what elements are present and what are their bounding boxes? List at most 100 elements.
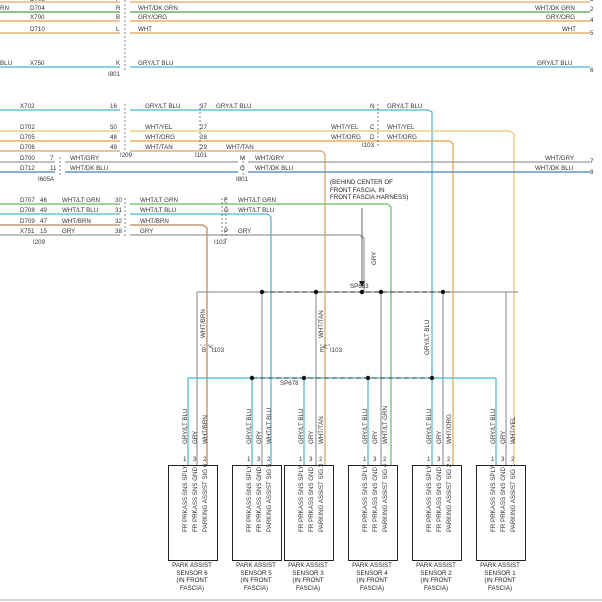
wire-color: WHT/LT GRN	[140, 197, 178, 204]
sensor-wire-label: GRY/LT BLU	[362, 408, 369, 444]
splice-dot	[301, 375, 307, 381]
svg-text:≺: ≺	[208, 343, 214, 351]
pin-label: 30	[115, 197, 122, 204]
sensor-function-label: FR PRKASS SNS SPLY	[490, 465, 497, 532]
sensor-pin: 3	[193, 456, 197, 463]
splice-dot	[259, 289, 265, 295]
connector-id: I209	[33, 239, 46, 246]
wire-color: WHT/YEL	[145, 124, 173, 131]
pin-label: 48	[110, 134, 117, 141]
pin-label: 27	[200, 124, 207, 131]
sensor-function-label: FR PRKASS SNS GND	[256, 467, 263, 532]
splice-dot	[313, 289, 319, 295]
wire-d705-drop	[449, 140, 454, 465]
sensor-function-label: FR PRKASS SNS SPLY	[246, 465, 253, 532]
park-assist-sensor-2	[232, 465, 282, 561]
wire-color: WHT/TAN	[226, 144, 254, 151]
sensor-wire-label: WHT/TAN	[318, 416, 325, 444]
wire-color: WHT/LT BLU	[238, 207, 275, 214]
sensor-pin: 1	[299, 456, 303, 463]
splice-dot	[429, 375, 435, 381]
right-pin: 1	[590, 0, 593, 3]
wire-color: GRY/LT BLU	[138, 60, 174, 67]
connector-id: I605A	[38, 176, 55, 183]
pin-label: F	[116, 0, 120, 3]
circuit-id: X751	[20, 228, 35, 235]
pin-label: 15	[40, 228, 47, 235]
sensor-function-label: FR PRKASS SNS GND	[436, 467, 443, 532]
sensor-pin: 3	[501, 456, 505, 463]
pin-label: 32	[115, 218, 122, 225]
pin-label: K	[116, 60, 121, 67]
left-code: RN	[0, 5, 9, 12]
left-code: BLU	[0, 60, 13, 67]
sensor-caption: PARK ASSIST SENSOR 3 (IN FRONT FASCIA)	[288, 562, 328, 592]
wire-color: WHT/DK BLU	[535, 165, 574, 172]
connector-id: I103	[362, 142, 375, 149]
wire-d702-drop	[509, 130, 515, 465]
wire-d708-drop	[267, 213, 272, 465]
park-assist-sensor-4	[348, 465, 398, 561]
wire-d706-drop	[321, 150, 326, 465]
connector-id: I801	[108, 71, 121, 78]
wire-x751-drop	[359, 234, 365, 292]
sensor-function-label: PARKING ASSIST SIG 4	[382, 463, 389, 532]
sensor-pin: 2	[447, 456, 451, 463]
sensor-function-label: FR PRKASS SNS GND	[372, 467, 379, 532]
wire-color: WHT/DK GRN	[138, 5, 178, 12]
connector-id: I801	[236, 176, 249, 183]
park-assist-sensor-5	[412, 465, 462, 561]
pin-label: 28	[200, 134, 207, 141]
sensor-wire-label: WHT/LT GRN	[382, 406, 389, 444]
wire-color: WHT/LT BLU	[62, 207, 99, 214]
wire-color: WHT/BRN	[140, 218, 169, 225]
right-pin: 6	[590, 67, 594, 74]
wire-color: GRY	[140, 228, 154, 235]
right-pin: 4	[590, 17, 594, 24]
wire-color: WHT/DK BLU	[70, 165, 109, 172]
sensor-wire-label: WHT/BRN	[202, 415, 209, 444]
wire-x702-drop	[427, 109, 433, 378]
wire-color: WHT/LT GRN	[238, 197, 276, 204]
pin-label: P	[224, 228, 229, 235]
wire-color: WHT/BRN	[62, 218, 91, 225]
sensor-pin: 3	[373, 456, 377, 463]
sensor-pin: 2	[267, 456, 271, 463]
sensor-caption: PARK ASSIST SENSOR 2 (IN FRONT FASCIA)	[416, 562, 456, 592]
sensor-pin: 2	[511, 456, 515, 463]
sensor-wire-label: GRY	[256, 430, 263, 444]
splice-dot	[365, 375, 371, 381]
wire-color: GRY/LT BLU	[145, 103, 181, 110]
sensor-caption: PARK ASSIST SENSOR 4 (IN FRONT FASCIA)	[352, 562, 392, 592]
sensor-pin: 3	[437, 456, 441, 463]
sensor-function-label: PARKING ASSIST SIG 2	[446, 463, 453, 532]
pin-label: C	[370, 124, 375, 131]
splice-dot	[249, 375, 255, 381]
sensor-wire-label: GRY	[192, 430, 199, 444]
sensor-function-label: FR PRKASS SNS SPLY	[362, 465, 369, 532]
sensor-pin: 1	[363, 456, 367, 463]
park-assist-sensor-6	[476, 465, 526, 561]
pin-label: 11	[50, 165, 57, 172]
pin-label: 7	[50, 155, 54, 162]
splice-label-sp678: SP678	[280, 380, 299, 387]
wire-color: WHT/ORG	[387, 134, 417, 141]
drop-label-s2: GRY/LT BLU	[424, 319, 431, 355]
right-pin: 2	[590, 6, 594, 13]
sensor-wire-label: GRY	[436, 430, 443, 444]
wire-color: WHT/DK BLU	[255, 165, 294, 172]
sensor-function-label: FR PRKASS SNS SPLY	[182, 465, 189, 532]
wire-d707-drop	[387, 203, 392, 465]
wire-color: GRY/ORG	[546, 14, 576, 21]
sensor-function-label: PARKING ASSIST SIG 5	[266, 463, 273, 532]
wire-color: WHT	[138, 26, 153, 33]
sensor-wire-label: GRY/LT BLU	[426, 408, 433, 444]
pin-label: 16	[110, 103, 117, 110]
pin-label: 31	[115, 207, 122, 214]
splice-dot	[378, 289, 384, 295]
sensor-pin: 1	[183, 456, 187, 463]
wire-color: GRY/LT BLU	[537, 60, 573, 67]
circuit-id: D705	[20, 134, 35, 141]
